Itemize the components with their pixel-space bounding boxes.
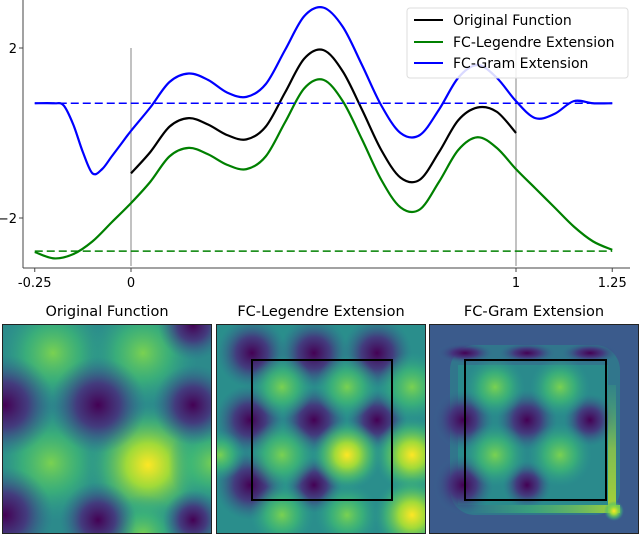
y-tick-label: 2 [9, 42, 17, 57]
legend: Original Function FC-Legendre Extension … [406, 7, 629, 79]
series-fc-legendre-extension [34, 78, 613, 260]
plot-area [34, 6, 613, 266]
original-domain-box [464, 359, 607, 501]
legend-label-original: Original Function [453, 13, 572, 29]
heatmap-fc-gram-extension [429, 324, 639, 534]
x-tick-label: 0 [127, 276, 135, 291]
panel-title-original: Original Function [45, 304, 169, 320]
heatmap-fc-legendre-extension [216, 324, 426, 534]
x-tick-label: -0.25 [18, 276, 52, 291]
panel-title-gram: FC-Gram Extension [463, 304, 605, 320]
x-tick-label: 1.25 [598, 276, 627, 291]
original-domain-box [251, 359, 393, 501]
heatmap-original-function [2, 324, 212, 534]
line-chart: -0.25 0 1 1.25 2 −2 Original Function FC-Lege… [0, 0, 630, 291]
x-tick-label: 1 [512, 276, 520, 291]
series-fc-gram-extension [34, 6, 613, 176]
legend-frame [406, 7, 629, 79]
panel-title-legendre: FC-Legendre Extension [237, 304, 405, 320]
legend-label-gram: FC-Gram Extension [453, 56, 588, 72]
axis-ticks: -0.25 0 1 1.25 2 −2 [0, 42, 627, 291]
y-tick-label: −2 [0, 212, 17, 227]
series-original-function [130, 48, 517, 184]
legend-label-legendre: FC-Legendre Extension [453, 35, 615, 51]
